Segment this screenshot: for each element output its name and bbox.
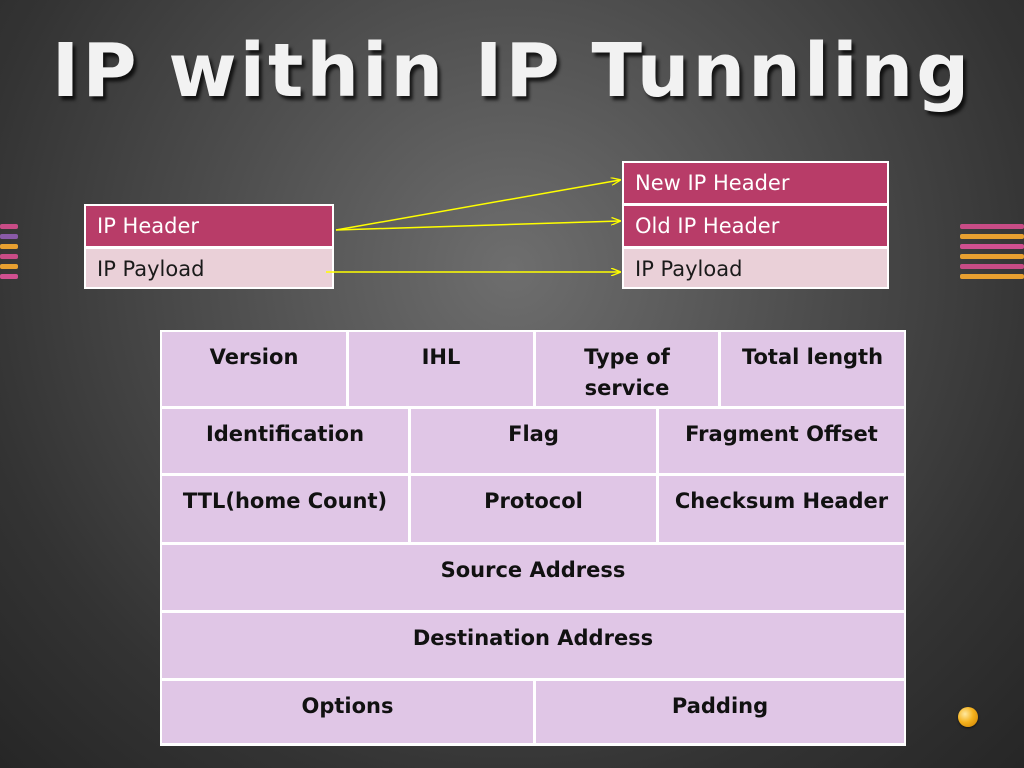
field-type-of-service: Type of service: [536, 332, 718, 406]
arrow-to-old-header: [335, 221, 620, 231]
right-ip-payload: IP Payload: [624, 249, 887, 287]
arrow-to-new-header: [335, 180, 620, 231]
field-destination-address: Destination Address: [162, 613, 904, 678]
left-packet: IP Header IP Payload: [84, 204, 334, 289]
left-ip-header: IP Header: [86, 206, 332, 246]
field-protocol: Protocol: [411, 476, 656, 542]
left-stripes-decoration: [0, 222, 18, 286]
field-fragment-offset: Fragment Offset: [659, 409, 904, 473]
field-identification: Identification: [162, 409, 408, 473]
field-ihl: IHL: [349, 332, 533, 406]
field-options: Options: [162, 681, 533, 743]
field-flag: Flag: [411, 409, 656, 473]
orange-bullet-icon: [958, 707, 978, 727]
slide-title: IP within IP Tunnling: [51, 28, 973, 114]
old-ip-header: Old IP Header: [624, 206, 887, 246]
field-source-address: Source Address: [162, 545, 904, 610]
ip-header-format-table: Version IHL Type of service Total length…: [160, 330, 906, 746]
right-packet: New IP Header Old IP Header IP Payload: [622, 161, 889, 289]
new-ip-header: New IP Header: [624, 163, 887, 203]
field-total-length: Total length: [721, 332, 904, 406]
field-checksum-header: Checksum Header: [659, 476, 904, 542]
field-version: Version: [162, 332, 346, 406]
field-ttl: TTL(home Count): [162, 476, 408, 542]
field-padding: Padding: [536, 681, 904, 743]
right-stripes-decoration: [960, 222, 1024, 286]
left-ip-payload: IP Payload: [86, 249, 332, 287]
